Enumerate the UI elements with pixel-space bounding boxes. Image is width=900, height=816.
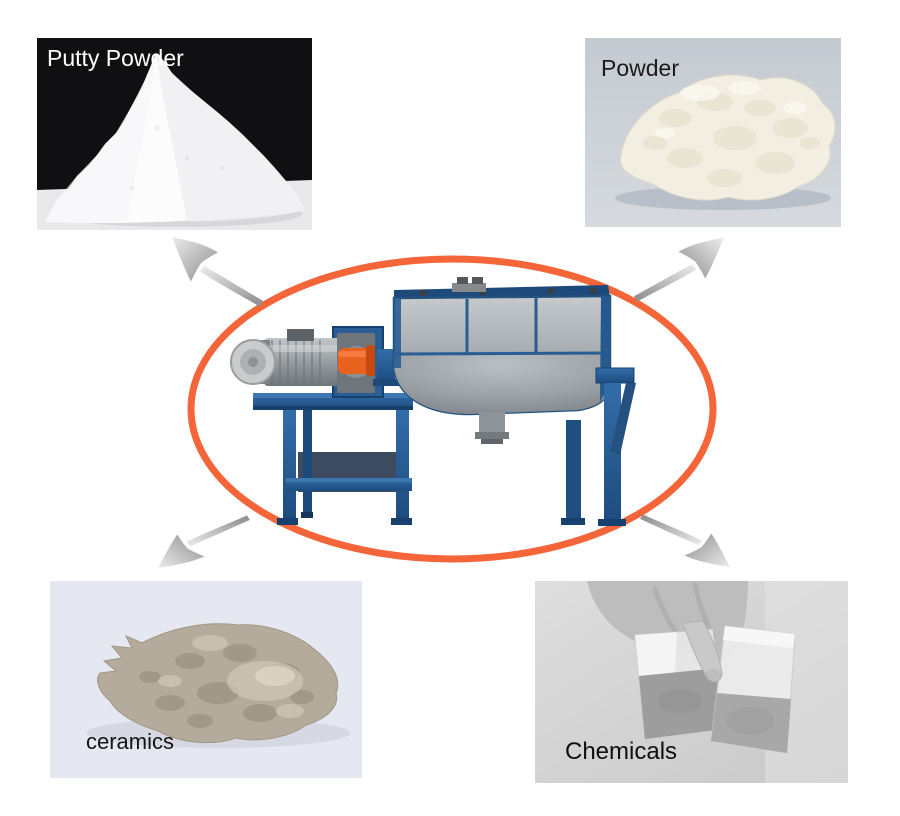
photo-powder: Powder bbox=[585, 38, 841, 227]
chemicals-illustration bbox=[535, 581, 848, 783]
curved-arrow-down-right-icon bbox=[639, 514, 731, 568]
curved-arrow-up-right-icon bbox=[633, 237, 725, 302]
photo-label-ceramics: ceramics bbox=[86, 729, 175, 754]
photo-ceramics: ceramics bbox=[50, 581, 362, 778]
curved-arrow-up-left-icon bbox=[172, 236, 263, 307]
highlight-ellipse bbox=[187, 255, 717, 563]
powder-illustration bbox=[585, 38, 841, 227]
photo-label-putty-powder: Putty Powder bbox=[47, 45, 184, 71]
ceramics-illustration bbox=[50, 581, 362, 778]
putty-powder-illustration bbox=[37, 38, 312, 230]
photo-putty-powder: Putty Powder bbox=[37, 38, 312, 230]
photo-label-chemicals: Chemicals bbox=[565, 738, 678, 765]
photo-label-powder: Powder bbox=[601, 55, 679, 81]
photo-chemicals: Chemicals bbox=[535, 581, 848, 783]
ribbon-mixer-illustration bbox=[230, 277, 636, 526]
curved-arrow-down-left-icon bbox=[158, 515, 250, 569]
